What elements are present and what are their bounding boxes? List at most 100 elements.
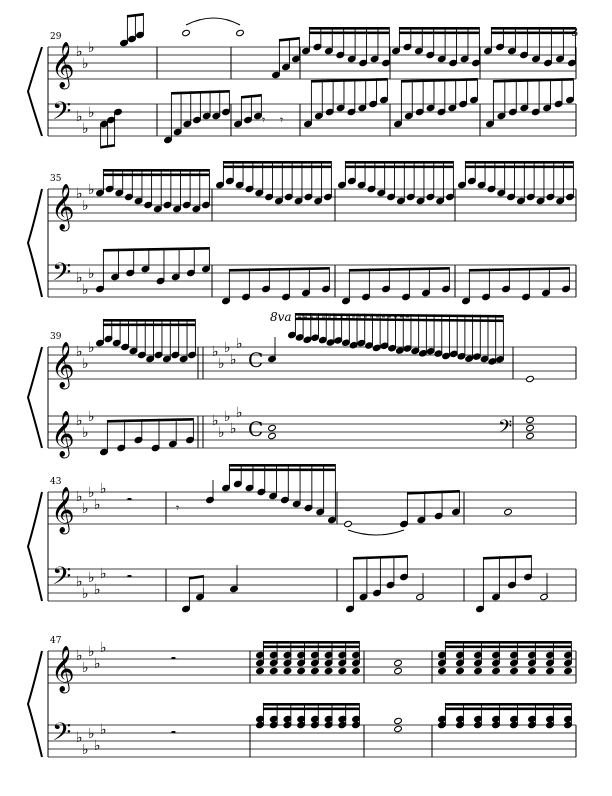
- beam: [469, 267, 570, 272]
- note-head: [343, 520, 353, 528]
- system-4: 43𝄞𝄢♭♭♭♭♭♭♭♭♭♭𝄼𝄼𝄾: [26, 464, 577, 613]
- brace: [26, 650, 43, 758]
- beam: [465, 165, 574, 169]
- note-head: [338, 651, 347, 659]
- beam: [263, 641, 360, 644]
- note-head: [509, 651, 519, 659]
- note-head: [310, 667, 319, 675]
- note-head: [393, 667, 403, 675]
- brace: [26, 346, 43, 449]
- key-signature-flat: ♭: [100, 481, 107, 497]
- key-signature-flat: ♭: [88, 266, 95, 282]
- beam: [311, 78, 388, 83]
- note-head: [310, 651, 319, 659]
- key-signature-flat: ♭: [100, 640, 107, 656]
- time-signature: C: [248, 348, 263, 372]
- time-signature: C: [248, 417, 263, 441]
- key-signature-flat: ♭: [82, 742, 89, 758]
- bass-clef: 𝄢: [52, 718, 71, 753]
- note-head: [393, 717, 403, 725]
- beam: [465, 161, 574, 164]
- whole-rest: 𝄼: [170, 649, 177, 670]
- note-head: [545, 667, 555, 675]
- bass-clef: 𝄢: [52, 258, 71, 293]
- beam: [483, 555, 532, 560]
- beam: [345, 165, 454, 169]
- key-signature-flat: ♭: [236, 405, 243, 421]
- beam: [295, 317, 504, 323]
- beam: [349, 267, 450, 272]
- key-signature-flat: ♭: [82, 356, 89, 372]
- note-head: [527, 715, 537, 723]
- note-head: [545, 651, 555, 659]
- key-signature-flat: ♭: [82, 660, 89, 676]
- note-head: [338, 667, 347, 675]
- note-head: [525, 416, 535, 424]
- system-3: 39𝄞𝄞♭♭♭♭♭♭♭♭♭♭♭♭♭♭♭♭CC𝄢8va: [26, 310, 577, 459]
- beam: [107, 418, 194, 423]
- whole-rest: 𝄼: [170, 723, 177, 744]
- note-head: [473, 667, 483, 675]
- beam: [229, 267, 330, 272]
- key-signature-flat: ♭: [88, 40, 95, 56]
- note-head: [525, 432, 535, 440]
- note-head: [269, 715, 278, 723]
- beam: [103, 247, 210, 252]
- beam: [223, 161, 332, 164]
- beam: [103, 173, 210, 177]
- measure-number-label: 47: [50, 636, 62, 646]
- note-head: [235, 29, 245, 37]
- beam: [309, 31, 390, 35]
- key-signature-flat: ♭: [218, 425, 225, 441]
- key-signature-flat: ♭: [82, 501, 89, 517]
- beam: [103, 319, 196, 322]
- beam: [491, 27, 576, 30]
- key-signature-flat: ♭: [224, 340, 231, 356]
- beam: [171, 90, 230, 95]
- key-signature-flat: ♭: [76, 489, 83, 505]
- note-head: [181, 29, 191, 37]
- treble-clef: 𝄞: [51, 184, 75, 232]
- beam: [353, 555, 408, 560]
- key-signature-flat: ♭: [76, 109, 83, 125]
- note-head: [455, 715, 465, 723]
- beam: [241, 94, 262, 99]
- beam: [127, 13, 144, 18]
- key-signature-flat: ♭: [82, 198, 89, 214]
- beam: [229, 468, 336, 472]
- beam: [445, 641, 572, 644]
- note-head: [351, 715, 361, 723]
- note-head: [437, 715, 447, 723]
- note-head: [491, 651, 501, 659]
- note-head: [255, 651, 265, 659]
- note-head: [563, 651, 573, 659]
- treble-clef: 𝄞: [51, 646, 75, 694]
- note-head: [527, 651, 537, 659]
- key-signature-flat: ♭: [88, 105, 95, 121]
- note-head: [455, 651, 465, 659]
- beam: [491, 31, 576, 35]
- note-head: [269, 667, 278, 675]
- note-head: [437, 667, 447, 675]
- key-signature-flat: ♭: [212, 344, 219, 360]
- note-head: [269, 651, 278, 659]
- note-head: [525, 424, 535, 432]
- beam: [189, 575, 204, 580]
- beam: [223, 165, 332, 169]
- bass-clef: 𝄢: [52, 97, 71, 132]
- treble-clef: 𝄞: [51, 487, 75, 535]
- key-signature-flat: ♭: [88, 726, 95, 742]
- key-signature-flat: ♭: [88, 340, 95, 356]
- note-head: [509, 667, 519, 675]
- key-signature-flat: ♭: [82, 282, 89, 298]
- treble-clef: 𝄞: [51, 411, 75, 459]
- note-head: [351, 651, 361, 659]
- note-head: [283, 651, 292, 659]
- measure-number-label: 39: [50, 332, 62, 342]
- beam: [445, 703, 572, 706]
- key-signature-flat: ♭: [100, 566, 107, 582]
- beam: [493, 78, 574, 83]
- bass-clef: 𝄢: [52, 562, 71, 597]
